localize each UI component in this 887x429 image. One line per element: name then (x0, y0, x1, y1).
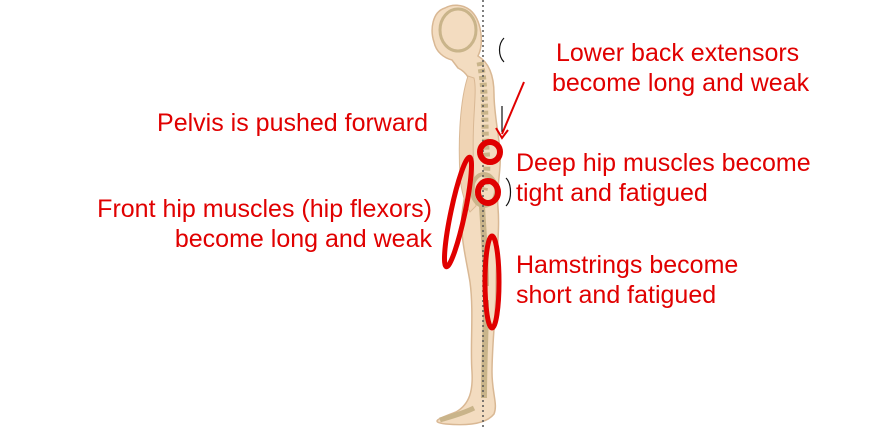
deep-hip-label: Deep hip muscles become tight and fatigu… (516, 148, 811, 208)
hamstrings-label-line1: Hamstrings become (516, 250, 738, 280)
hamstrings-label: Hamstrings become short and fatigued (516, 250, 738, 310)
front-hip-label-line1: Front hip muscles (hip flexors) (0, 194, 432, 224)
lower-back-label-line2: become long and weak (552, 68, 809, 98)
pelvis-label: Pelvis is pushed forward (90, 108, 428, 138)
hamstrings-label-line2: short and fatigued (516, 280, 738, 310)
front-hip-label: Front hip muscles (hip flexors) become l… (0, 194, 432, 254)
front-hip-label-line2: become long and weak (0, 224, 432, 254)
lower-back-label: Lower back extensors become long and wea… (552, 38, 809, 98)
lumbar-curve-mark (506, 178, 511, 206)
deep-hip-label-line2: tight and fatigued (516, 178, 811, 208)
neck-curve-mark (500, 38, 505, 62)
pelvis-label-text: Pelvis is pushed forward (90, 108, 428, 138)
deep-hip-label-line1: Deep hip muscles become (516, 148, 811, 178)
curvature-marks (500, 38, 511, 206)
lower-back-label-line1: Lower back extensors (552, 38, 809, 68)
lower-back-pointer (502, 82, 524, 134)
